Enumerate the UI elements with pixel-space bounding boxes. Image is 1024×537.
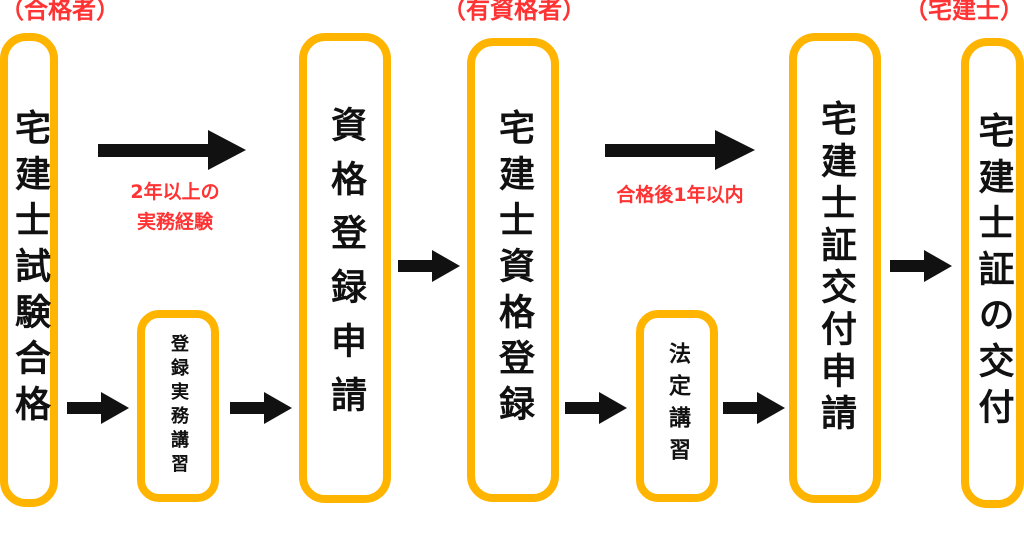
arrow-right-icon [230, 392, 292, 424]
arrow-right-icon [723, 392, 785, 424]
box-exam-pass: 宅建士試験合格 [0, 33, 58, 507]
box-qualification-registration: 宅建士資格登録 [467, 38, 559, 502]
arrow-right-icon [565, 392, 627, 424]
header-licensed: （宅建士） [904, 0, 1024, 24]
box-label: 登録実務講習 [168, 334, 189, 478]
box-legal-course: 法定講習 [636, 310, 718, 502]
label-line: 2年以上の [130, 181, 220, 203]
box-license-application: 宅建士証交付申請 [789, 33, 881, 503]
arrow-right-icon [890, 250, 952, 282]
label-experience: 2年以上の実務経験 [100, 177, 250, 237]
arrow-right-icon [98, 130, 246, 170]
box-label: 宅建士資格登録 [493, 109, 534, 431]
box-label: 宅建士試験合格 [9, 109, 50, 431]
box-label: 法定講習 [665, 342, 690, 470]
label-within-year: 合格後1年以内 [616, 184, 744, 206]
box-registration-application: 資格登録申請 [299, 33, 391, 503]
box-label: 宅建士証交付申請 [815, 100, 856, 436]
box-license-issued: 宅建士証の交付 [961, 38, 1024, 508]
arrow-right-icon [605, 130, 755, 170]
box-label: 資格登録申請 [325, 106, 366, 430]
header-passed: （合格者） [0, 0, 120, 24]
arrow-right-icon [398, 250, 460, 282]
box-registration-course: 登録実務講習 [137, 310, 219, 502]
label-line: 実務経験 [136, 211, 213, 233]
box-label: 宅建士証の交付 [972, 112, 1014, 434]
header-qualified: （有資格者） [442, 0, 586, 24]
arrow-right-icon [67, 392, 129, 424]
